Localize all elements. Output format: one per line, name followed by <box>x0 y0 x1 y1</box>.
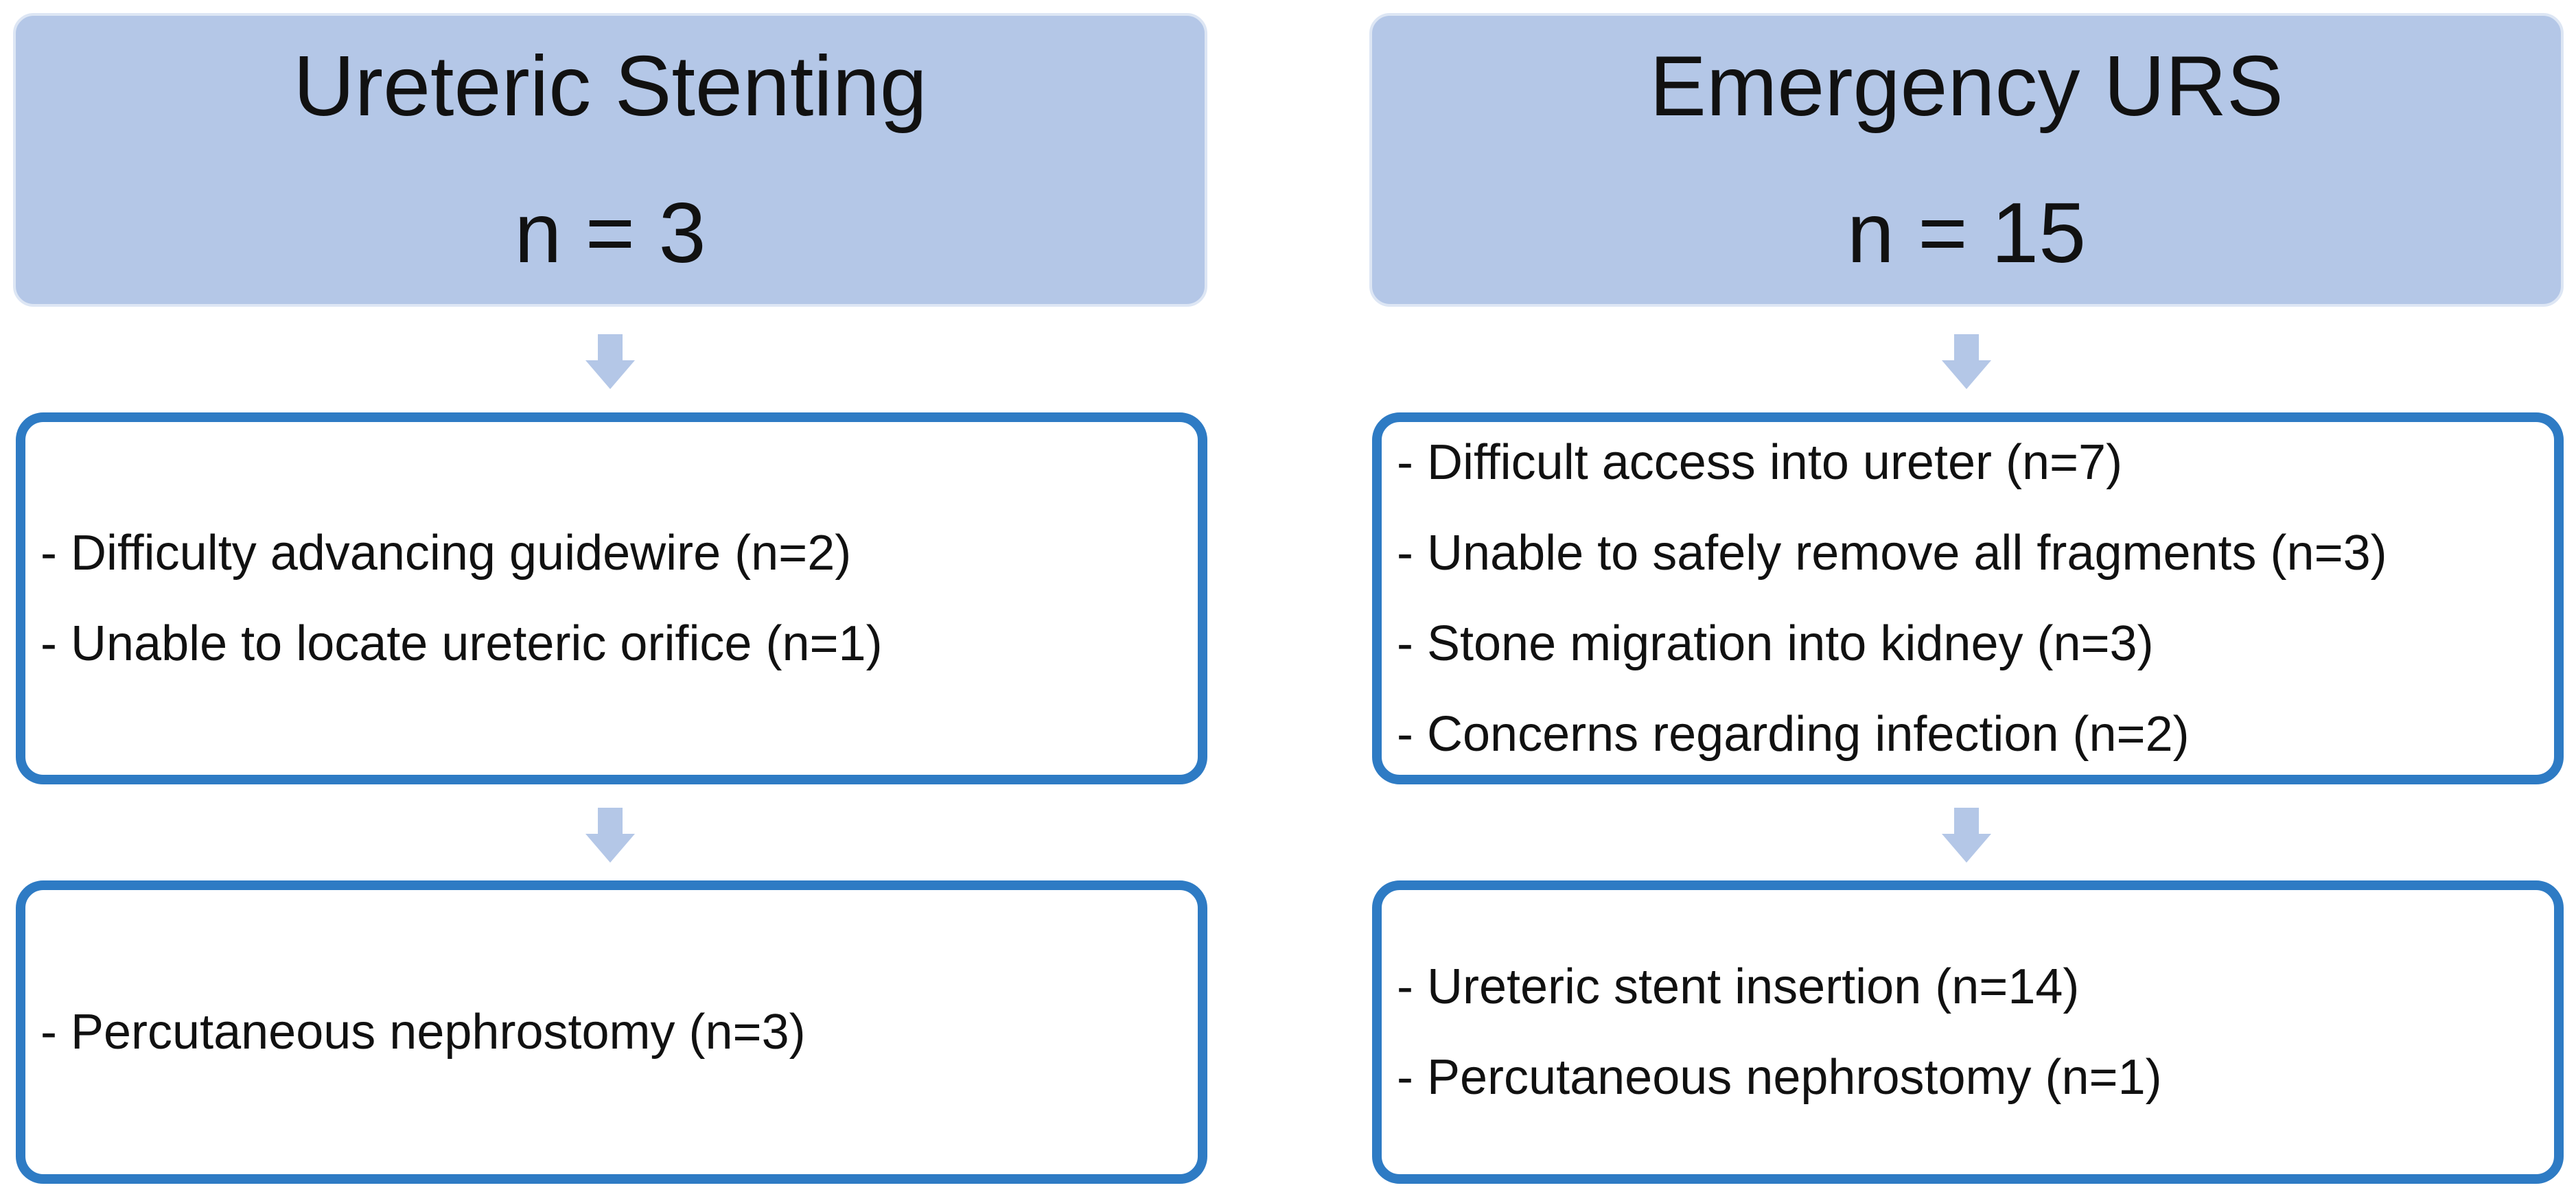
ureteric-stenting-header: Ureteric Stenting n = 3 <box>13 13 1207 307</box>
down-arrow-icon <box>1942 808 1991 863</box>
list-item: - Ureteric stent insertion (n=14) <box>1397 959 2080 1014</box>
list-item: - Difficult access into ureter (n=7) <box>1397 435 2123 490</box>
stenting-outcomes-box: - Percutaneous nephrostomy (n=3) <box>16 880 1207 1184</box>
header-title: Ureteric Stenting <box>293 39 927 134</box>
list-item: - Unable to safely remove all fragments … <box>1397 526 2387 581</box>
list-item: - Percutaneous nephrostomy (n=3) <box>40 1005 806 1060</box>
list-item: - Difficulty advancing guidewire (n=2) <box>40 526 852 581</box>
header-count: n = 3 <box>514 186 706 281</box>
urs-outcomes-box: - Ureteric stent insertion (n=14) - Perc… <box>1372 880 2564 1184</box>
list-item: - Concerns regarding infection (n=2) <box>1397 707 2190 762</box>
urs-failure-reasons-box: - Difficult access into ureter (n=7) - U… <box>1372 412 2564 784</box>
header-title: Emergency URS <box>1649 39 2284 134</box>
down-arrow-icon <box>585 808 635 863</box>
down-arrow-icon <box>1942 334 1991 389</box>
list-item: - Percutaneous nephrostomy (n=1) <box>1397 1050 2162 1105</box>
ureteric-stenting-column: Ureteric Stenting n = 3 - Difficulty adv… <box>13 0 1221 1203</box>
emergency-urs-header: Emergency URS n = 15 <box>1369 13 2564 307</box>
header-count: n = 15 <box>1846 186 2087 281</box>
emergency-urs-column: Emergency URS n = 15 - Difficult access … <box>1369 0 2576 1203</box>
list-item: - Unable to locate ureteric orifice (n=1… <box>40 616 883 671</box>
stenting-failure-reasons-box: - Difficulty advancing guidewire (n=2) -… <box>16 412 1207 784</box>
down-arrow-icon <box>585 334 635 389</box>
list-item: - Stone migration into kidney (n=3) <box>1397 616 2154 671</box>
